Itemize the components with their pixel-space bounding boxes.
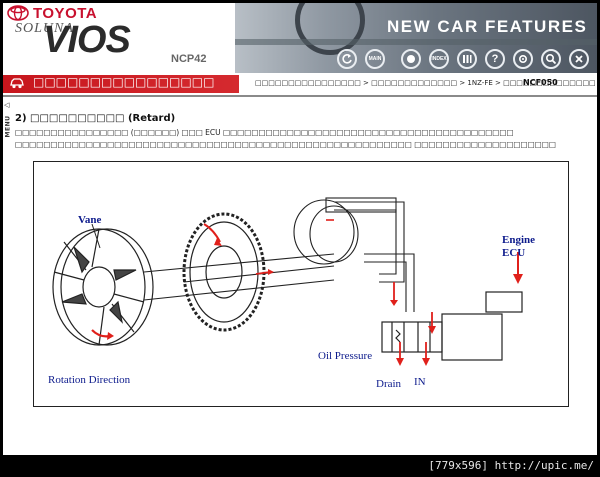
close-button[interactable] xyxy=(569,49,589,69)
page-title: □□□□□□□□□□□□□□□□ xyxy=(33,75,215,89)
settings-button[interactable] xyxy=(513,49,533,69)
toyota-logo-icon xyxy=(7,5,29,21)
vane-label: Vane xyxy=(78,214,102,226)
vvt-diagram: Vane Rotation Direction Engine ECU Oil P… xyxy=(33,161,569,407)
model-code: NCP42 xyxy=(171,53,207,65)
sub-brand: SOLUNA xyxy=(15,21,74,36)
search-icon xyxy=(545,53,557,65)
close-icon xyxy=(575,55,583,63)
car-interior-banner: NEW CAR FEATURES MAIN INDEX ? xyxy=(235,3,597,73)
main-button[interactable]: MAIN xyxy=(365,49,385,69)
page-code: NCF050 xyxy=(523,78,558,87)
watermark: [779x596] http://upic.me/ xyxy=(428,459,594,472)
back-icon xyxy=(342,54,352,64)
header: TOYOTA SOLUNA VIOS NCP42 NEW CAR FEATURE… xyxy=(3,3,597,73)
engine-ecu-label-line1: Engine xyxy=(502,234,536,246)
settings-icon xyxy=(518,54,528,64)
section-heading: 2) □□□□□□□□□□ (Retard) xyxy=(15,113,176,124)
camshaft xyxy=(143,197,397,301)
record-button[interactable] xyxy=(401,49,421,69)
section-title: NEW CAR FEATURES xyxy=(387,17,588,36)
collapse-arrow-icon[interactable]: ◁ xyxy=(4,101,10,109)
back-button[interactable] xyxy=(337,49,357,69)
steering-wheel-graphic xyxy=(295,3,365,55)
brand-name: TOYOTA xyxy=(33,5,98,22)
breadcrumb[interactable]: □□□□□□□□□□□□□□□□ > □□□□□□□□□□□□□ > 1NZ-F… xyxy=(255,79,596,87)
engine-ecu-label-line2: ECU xyxy=(502,247,526,259)
drain-label: Drain xyxy=(376,378,402,390)
in-label: IN xyxy=(414,376,426,388)
vvt-illustration xyxy=(52,197,523,366)
nav-toolbar: MAIN INDEX ? xyxy=(331,49,597,71)
pause-icon xyxy=(463,55,472,63)
vane-rotor xyxy=(52,228,154,346)
divider xyxy=(3,95,597,97)
footer-bar: [779x596] http://upic.me/ xyxy=(0,456,600,477)
help-button[interactable]: ? xyxy=(485,49,505,69)
app-window: TOYOTA SOLUNA VIOS NCP42 NEW CAR FEATURE… xyxy=(3,3,597,455)
oil-pressure-label: Oil Pressure xyxy=(318,350,373,362)
menu-tab-label: MENU xyxy=(4,115,12,138)
search-button[interactable] xyxy=(541,49,561,69)
description-text: □□□□□□□□□□□□□□□□ (□□□□□□) □□□ ECU □□□□□□… xyxy=(15,128,556,149)
pause-button[interactable] xyxy=(457,49,477,69)
circle-icon xyxy=(407,55,415,63)
oil-control-valve xyxy=(381,291,523,361)
title-bar: □□□□□□□□□□□□□□□□ □□□□□□□□□□□□□□□□ > □□□□… xyxy=(3,73,597,95)
index-button[interactable]: INDEX xyxy=(429,49,449,69)
oil-passage xyxy=(334,201,415,312)
timing-sprocket xyxy=(182,212,266,332)
rotation-direction-label: Rotation Direction xyxy=(48,374,131,386)
side-menu-tab[interactable]: ◁ MENU xyxy=(3,101,13,141)
model-logo: VIOS xyxy=(43,19,131,61)
car-icon xyxy=(10,78,24,89)
